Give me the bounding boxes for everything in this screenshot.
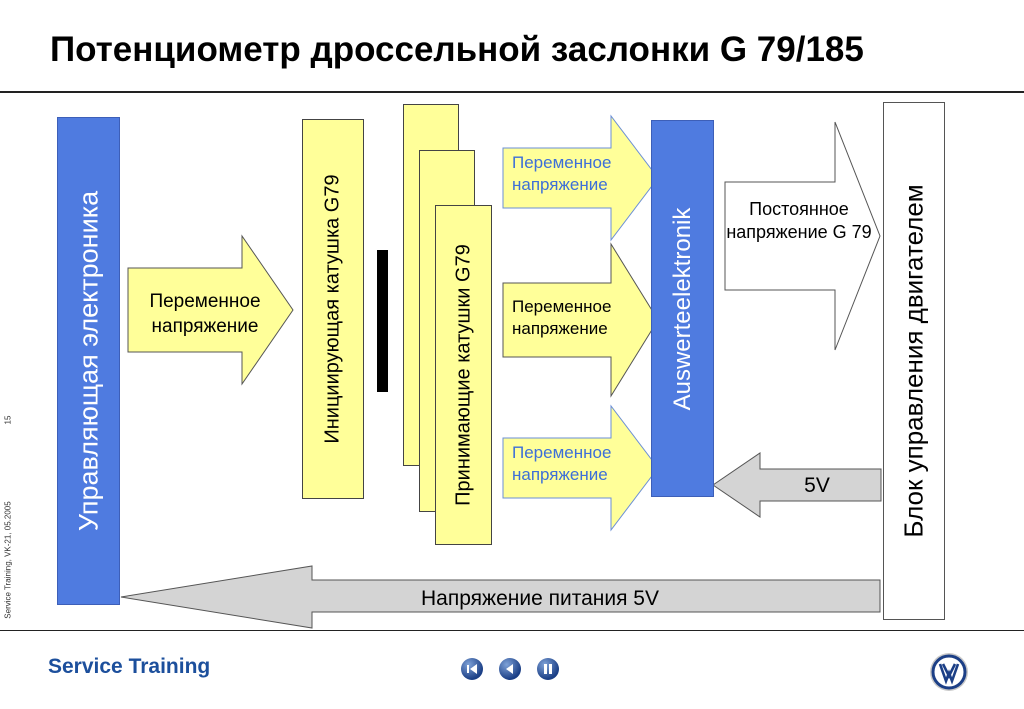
first-slide-icon xyxy=(467,664,477,674)
arrow-5v xyxy=(712,452,882,518)
page-title: Потенциометр дроссельной заслонки G 79/1… xyxy=(50,30,864,69)
footer-brand: Service Training xyxy=(48,655,211,678)
control-unit-box: Управляющая электроника xyxy=(57,117,120,605)
arrow-ac-input-label: Переменное напряжение xyxy=(149,291,261,337)
arrow-ac-top xyxy=(502,114,659,242)
title-divider xyxy=(0,91,1024,93)
footer-divider xyxy=(0,630,1024,631)
arrow-ac-top-label: Переменное напряжение xyxy=(512,153,612,195)
previous-slide-button[interactable] xyxy=(499,658,521,680)
magnet-bar xyxy=(377,250,388,392)
excitation-coil-box: Инициирующая катушка G79 xyxy=(302,119,364,499)
arrow-supply-label: Напряжение питания 5V xyxy=(421,587,659,610)
ecu-label: Блок управления двигателем xyxy=(898,184,929,538)
previous-slide-icon xyxy=(506,664,513,674)
excitation-coil-label: Инициирующая катушка G79 xyxy=(321,174,344,444)
arrow-dc-label: Постоянное напряжение G 79 xyxy=(726,199,872,243)
control-unit-label: Управляющая электроника xyxy=(73,190,103,532)
arrow-5v-label: 5V xyxy=(804,474,830,497)
arrow-ac-mid-label: Переменное напряжение xyxy=(512,297,612,339)
arrow-ac-bot-label: Переменное напряжение xyxy=(512,443,612,485)
evaluation-electronics-box: Auswerteelektronik xyxy=(651,120,714,497)
receiver-coil-front: Принимающие катушки G79 xyxy=(435,205,492,545)
receiver-coils-label: Принимающие катушки G79 xyxy=(452,244,474,506)
pause-icon xyxy=(544,664,552,674)
vw-logo-icon xyxy=(930,653,968,691)
vw-logo xyxy=(929,652,969,692)
arrow-ac-bot xyxy=(502,404,659,532)
arrow-supply xyxy=(120,565,881,629)
arrow-ac-input xyxy=(127,234,294,386)
pause-button[interactable] xyxy=(537,658,559,680)
evaluation-electronics-label: Auswerteelektronik xyxy=(668,207,696,410)
ecu-box: Блок управления двигателем xyxy=(883,102,945,620)
arrow-ac-mid xyxy=(502,242,659,398)
first-slide-button[interactable] xyxy=(461,658,483,680)
arrow-dc xyxy=(724,121,881,351)
